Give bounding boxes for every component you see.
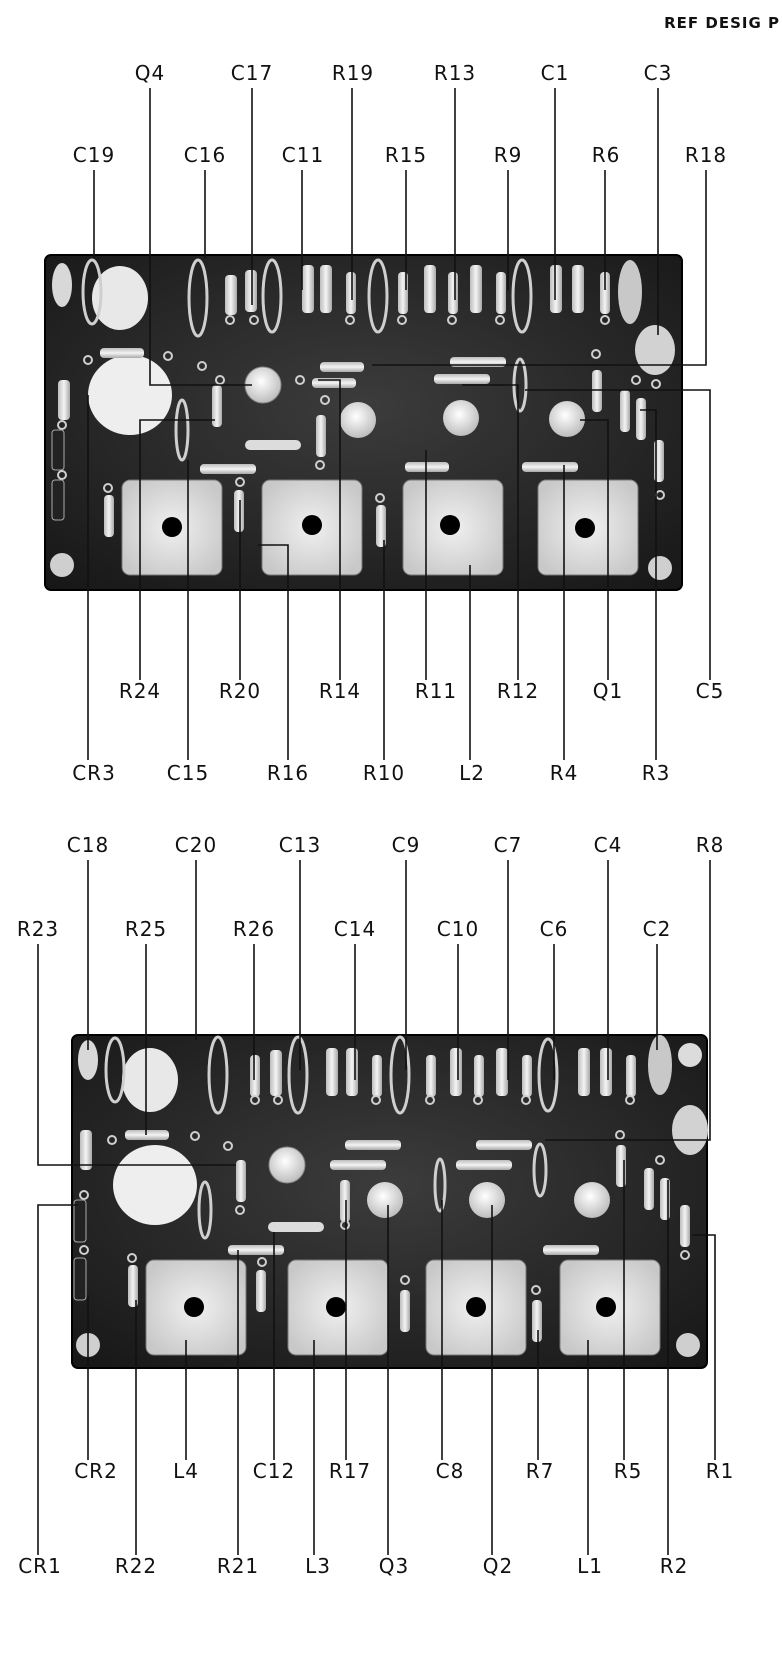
label-R25: R25	[125, 917, 167, 941]
label-C7: C7	[494, 833, 523, 857]
label-R3: R3	[642, 761, 671, 785]
label-R12: R12	[497, 679, 539, 703]
label-C4: C4	[594, 833, 623, 857]
label-C5: C5	[696, 679, 725, 703]
label-R2: R2	[660, 1554, 689, 1578]
label-R18: R18	[685, 143, 727, 167]
label-C14: C14	[334, 917, 376, 941]
label-C15: C15	[167, 761, 209, 785]
label-L4: L4	[173, 1459, 199, 1483]
label-R1: R1	[706, 1459, 735, 1483]
label-R17: R17	[329, 1459, 371, 1483]
label-R26: R26	[233, 917, 275, 941]
label-C12: C12	[253, 1459, 295, 1483]
label-R15: R15	[385, 143, 427, 167]
label-R5: R5	[614, 1459, 643, 1483]
label-R11: R11	[415, 679, 457, 703]
label-C1: C1	[541, 61, 570, 85]
bottom-board-leader-lines	[37, 860, 716, 1555]
label-R8: R8	[696, 833, 725, 857]
label-Q2: Q2	[483, 1554, 513, 1578]
label-C19: C19	[73, 143, 115, 167]
label-C17: C17	[231, 61, 273, 85]
label-Q3: Q3	[379, 1554, 409, 1578]
label-Q4: Q4	[135, 61, 165, 85]
label-R9: R9	[494, 143, 523, 167]
label-C8: C8	[436, 1459, 465, 1483]
label-C20: C20	[175, 833, 217, 857]
top-board-labels: Q4 C17 R19 R13 C1 C3 C19 C16 C11 R15 R9 …	[72, 61, 727, 785]
top-board-leader-lines	[87, 88, 711, 760]
label-C3: C3	[644, 61, 673, 85]
label-R22: R22	[115, 1554, 157, 1578]
label-C18: C18	[67, 833, 109, 857]
label-C2: C2	[643, 917, 672, 941]
label-Q1: Q1	[593, 679, 623, 703]
label-L1: L1	[577, 1554, 603, 1578]
label-R7: R7	[526, 1459, 555, 1483]
label-CR3: CR3	[72, 761, 116, 785]
label-R19: R19	[332, 61, 374, 85]
bottom-circuit-board	[71, 1034, 708, 1369]
label-C10: C10	[437, 917, 479, 941]
label-CR1: CR1	[18, 1554, 62, 1578]
label-L2: L2	[459, 761, 485, 785]
label-R24: R24	[119, 679, 161, 703]
label-R6: R6	[592, 143, 621, 167]
label-C16: C16	[184, 143, 226, 167]
label-R21: R21	[217, 1554, 259, 1578]
label-R23: R23	[17, 917, 59, 941]
label-R20: R20	[219, 679, 261, 703]
label-CR2: CR2	[74, 1459, 118, 1483]
label-R10: R10	[363, 761, 405, 785]
label-R16: R16	[267, 761, 309, 785]
label-R14: R14	[319, 679, 361, 703]
label-C6: C6	[540, 917, 569, 941]
label-R4: R4	[550, 761, 579, 785]
label-C13: C13	[279, 833, 321, 857]
label-C11: C11	[282, 143, 324, 167]
bottom-board-labels: C18 C20 C13 C9 C7 C4 R8 R23 R25 R26 C14 …	[17, 833, 735, 1578]
label-C9: C9	[392, 833, 421, 857]
label-R13: R13	[434, 61, 476, 85]
label-L3: L3	[305, 1554, 331, 1578]
reference-designator-header: REF DESIG P	[664, 14, 780, 32]
